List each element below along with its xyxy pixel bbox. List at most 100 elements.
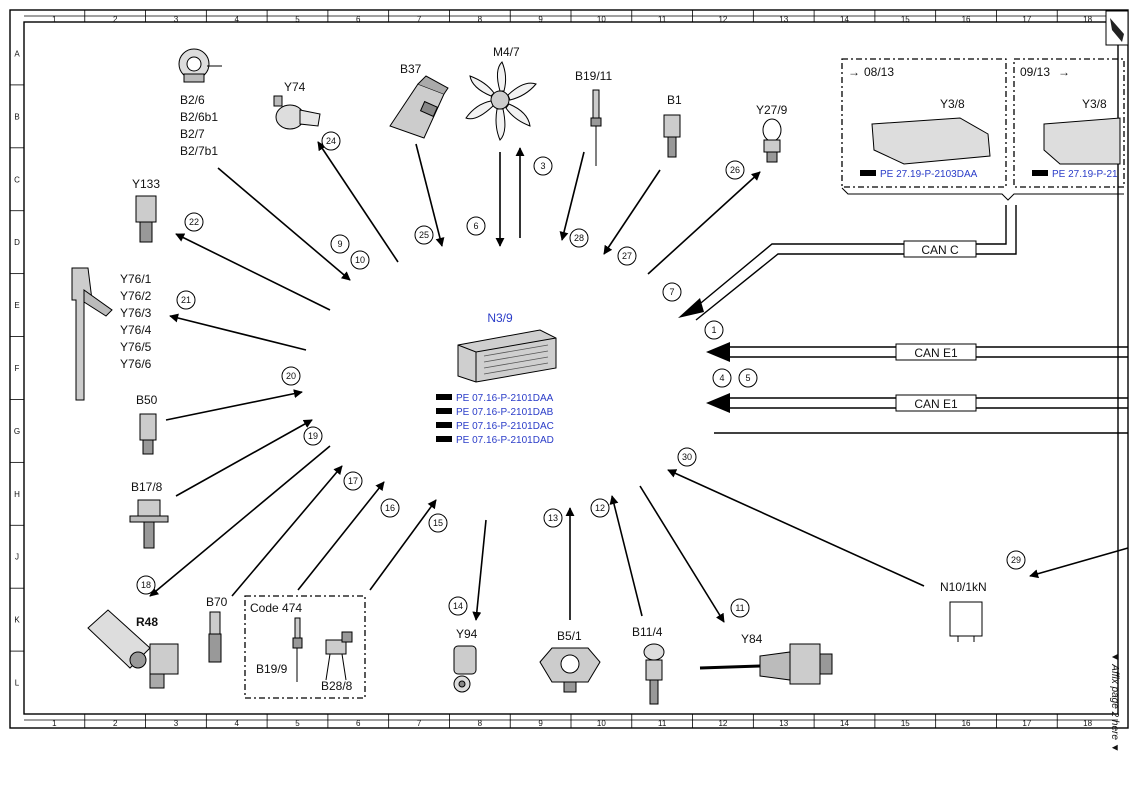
panel-ref-left[interactable]: PE 27.19-P-2103DAA xyxy=(880,169,978,180)
b5-1-sensor-icon xyxy=(539,647,601,693)
callout-14[interactable]: 14 xyxy=(448,596,468,616)
callout-1[interactable]: 1 xyxy=(704,320,724,340)
callout-28[interactable]: 28 xyxy=(569,228,589,248)
callout-24[interactable]: 24 xyxy=(321,131,341,151)
callout-15[interactable]: 15 xyxy=(428,513,448,533)
grid-col-label-top: 12 xyxy=(718,15,727,24)
ref-hand-icon xyxy=(436,394,452,400)
b2-sensor-icon xyxy=(178,48,222,83)
label-b2-7: B2/7 xyxy=(180,127,205,141)
grid-col-label-bottom: 18 xyxy=(1083,719,1092,728)
svg-text:7: 7 xyxy=(669,287,674,297)
arrow-18 xyxy=(149,445,331,597)
ecu-n3-9[interactable]: N3/9 PE 07.16-P-2101DAA PE 07.16-P-2101D… xyxy=(436,311,557,446)
b11-4-sensor-icon xyxy=(643,643,665,705)
callout-12[interactable]: 12 xyxy=(590,498,610,518)
can-e1-label-1: CAN E1 xyxy=(914,346,958,360)
callout-6[interactable]: 6 xyxy=(466,216,486,236)
grid-col-label-bottom: 10 xyxy=(597,719,606,728)
svg-text:27: 27 xyxy=(622,251,632,261)
callout-16[interactable]: 16 xyxy=(380,498,400,518)
ecu-ref-3[interactable]: PE 07.16-P-2101DAC xyxy=(456,421,554,432)
ecu-ref-2[interactable]: PE 07.16-P-2101DAB xyxy=(456,407,554,418)
y94-valve-icon xyxy=(453,645,477,693)
callout-10[interactable]: 10 xyxy=(350,250,370,270)
label-y133: Y133 xyxy=(132,177,160,191)
callout-13[interactable]: 13 xyxy=(543,508,563,528)
panel-ref-right[interactable]: PE 27.19-P-21 xyxy=(1052,169,1118,180)
grid-row-label: C xyxy=(14,175,20,184)
label-y76-5: Y76/5 xyxy=(120,340,152,354)
svg-text:29: 29 xyxy=(1011,555,1021,565)
callout-20[interactable]: 20 xyxy=(281,366,301,386)
y84-actuator-icon xyxy=(699,643,833,685)
grid-col-label-top: 5 xyxy=(295,15,300,24)
svg-text:10: 10 xyxy=(355,255,365,265)
arrow-20 xyxy=(165,389,303,421)
m4-7-fan-icon xyxy=(465,61,537,141)
b19-11-temp-sensor-icon xyxy=(590,89,602,166)
callout-21[interactable]: 21 xyxy=(176,290,196,310)
label-b11-4: B11/4 xyxy=(632,625,663,639)
callout-9[interactable]: 9 xyxy=(330,234,350,254)
ref-hand-icon xyxy=(860,170,876,176)
callout-19[interactable]: 19 xyxy=(303,426,323,446)
label-y76-2: Y76/2 xyxy=(120,289,152,303)
grid-col-label-bottom: 2 xyxy=(113,719,118,728)
callout-25[interactable]: 25 xyxy=(414,225,434,245)
ecu-ref-4[interactable]: PE 07.16-P-2101DAD xyxy=(456,435,554,446)
grid-col-label-top: 6 xyxy=(356,15,361,24)
callout-5[interactable]: 5 xyxy=(738,368,758,388)
label-y84: Y84 xyxy=(741,632,763,646)
callout-7[interactable]: 7 xyxy=(662,282,682,302)
callout-11[interactable]: 11 xyxy=(730,598,750,618)
grid-col-label-bottom: 12 xyxy=(718,719,727,728)
svg-text:14: 14 xyxy=(453,601,463,611)
ecu-ref-1[interactable]: PE 07.16-P-2101DAA xyxy=(456,393,554,404)
callout-17[interactable]: 17 xyxy=(343,471,363,491)
label-y27-9: Y27/9 xyxy=(756,103,788,117)
ecu-ref-list: PE 07.16-P-2101DAA PE 07.16-P-2101DAB PE… xyxy=(436,393,554,446)
callout-18[interactable]: 18 xyxy=(136,575,156,595)
callout-3[interactable]: 3 xyxy=(533,156,553,176)
svg-text:25: 25 xyxy=(419,230,429,240)
side-note: ▼ Affix page 2 here ▼ xyxy=(1109,652,1120,753)
svg-text:20: 20 xyxy=(286,371,296,381)
svg-text:12: 12 xyxy=(595,503,605,513)
svg-text:16: 16 xyxy=(385,503,395,513)
label-b1: B1 xyxy=(667,93,682,107)
transmission-panel-0813: → 08/13 Y3/8 PE 27.19-P-2103DAA xyxy=(841,58,1007,188)
component-labels: B2/6 B2/6b1 B2/7 B2/7b1 Y74 B37 M4/7 B19… xyxy=(120,45,987,693)
svg-text:1: 1 xyxy=(711,325,716,335)
svg-text:26: 26 xyxy=(730,165,740,175)
grid-col-label-top: 11 xyxy=(658,15,667,24)
grid-col-label-top: 9 xyxy=(538,15,543,24)
label-y74: Y74 xyxy=(284,80,306,94)
arrow-22 xyxy=(175,233,331,311)
grid-col-label-top: 8 xyxy=(478,15,483,24)
grid-col-label-top: 14 xyxy=(840,15,849,24)
svg-text:4: 4 xyxy=(719,373,724,383)
arrow-17 xyxy=(231,465,343,597)
grid-row-label: F xyxy=(15,364,20,373)
can-e1-bus-2: CAN E1 xyxy=(706,393,1128,413)
arrow-16 xyxy=(297,481,385,591)
svg-text:5: 5 xyxy=(745,373,750,383)
callout-29[interactable]: 29 xyxy=(1006,550,1026,570)
label-code-474: Code 474 xyxy=(250,601,302,615)
callout-22[interactable]: 22 xyxy=(184,212,204,232)
callout-4[interactable]: 4 xyxy=(712,368,732,388)
callout-27[interactable]: 27 xyxy=(617,246,637,266)
callout-26[interactable]: 26 xyxy=(725,160,745,180)
y27-9-valve-icon xyxy=(762,118,782,163)
arrow-29 xyxy=(1029,547,1129,579)
svg-text:22: 22 xyxy=(189,217,199,227)
svg-text:21: 21 xyxy=(181,295,191,305)
label-b70: B70 xyxy=(206,595,228,609)
valve-body-icon xyxy=(871,117,991,165)
callout-30[interactable]: 30 xyxy=(677,447,697,467)
grid-col-label-top: 3 xyxy=(174,15,179,24)
b17-8-sensor-icon xyxy=(129,499,169,549)
